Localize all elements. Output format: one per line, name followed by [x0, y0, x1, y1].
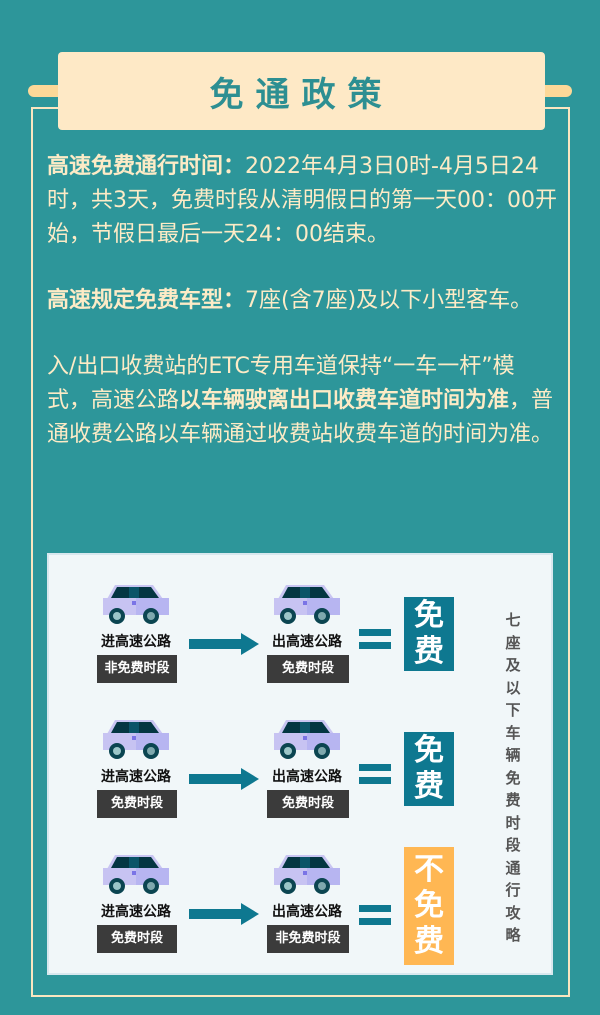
car-icon	[101, 583, 171, 625]
paragraph-time: 高速免费通行时间：2022年4月3日0时-4月5日24时，共3天，免费时段从清明…	[47, 154, 557, 247]
diagram-row: 进高速公路 免费时段 出高速公路 非免费时段 不免费	[49, 847, 551, 973]
car-icon	[101, 718, 171, 760]
diagram-row: 进高速公路 免费时段 出高速公路 免费时段 免费	[49, 718, 551, 838]
equals-icon	[359, 629, 391, 655]
car-icon	[101, 853, 171, 895]
equals-icon	[359, 905, 391, 931]
result-text: 不免费	[414, 852, 444, 959]
result-badge: 免费	[404, 597, 454, 671]
exit-label: 出高速公路	[272, 634, 342, 650]
arrow-icon	[189, 903, 259, 925]
entry-label: 进高速公路	[101, 634, 171, 650]
entry-label: 进高速公路	[101, 904, 171, 920]
page-title: 免通政策	[58, 52, 545, 130]
exit-label: 出高速公路	[272, 769, 342, 785]
exit-period-tag: 免费时段	[267, 655, 349, 683]
entry-period-tag: 非免费时段	[97, 655, 177, 683]
exit-period-tag: 非免费时段	[267, 925, 349, 953]
equals-icon	[359, 764, 391, 790]
entry-period-tag: 免费时段	[97, 790, 177, 818]
side-caption: 七座及以下车辆免费时段通行攻略	[505, 611, 521, 944]
result-badge: 免费	[404, 732, 454, 806]
diagram-panel: 进高速公路 非免费时段 出高速公路 免费时段 免费 进高速公路 免费时段 出高速…	[47, 553, 553, 975]
result-badge: 不免费	[404, 847, 454, 965]
car-icon	[272, 718, 342, 760]
result-text: 免费	[414, 733, 444, 804]
diagram-row: 进高速公路 非免费时段 出高速公路 免费时段 免费	[49, 583, 551, 703]
exit-label: 出高速公路	[272, 904, 342, 920]
paragraph-etc: 入/出口收费站的ETC专用车道保持“一车一杆”模式，高速公路以车辆驶离出口收费车…	[47, 354, 554, 447]
car-icon	[272, 853, 342, 895]
arrow-icon	[189, 633, 259, 655]
entry-label: 进高速公路	[101, 769, 171, 785]
car-icon	[272, 583, 342, 625]
arrow-icon	[189, 768, 259, 790]
exit-period-tag: 免费时段	[267, 790, 349, 818]
result-text: 免费	[414, 598, 444, 669]
paragraph-vehicle: 高速规定免费车型：7座(含7座)及以下小型客车。	[47, 288, 533, 313]
policy-text: 高速免费通行时间：2022年4月3日0时-4月5日24时，共3天，免费时段从清明…	[47, 150, 557, 484]
entry-period-tag: 免费时段	[97, 925, 177, 953]
